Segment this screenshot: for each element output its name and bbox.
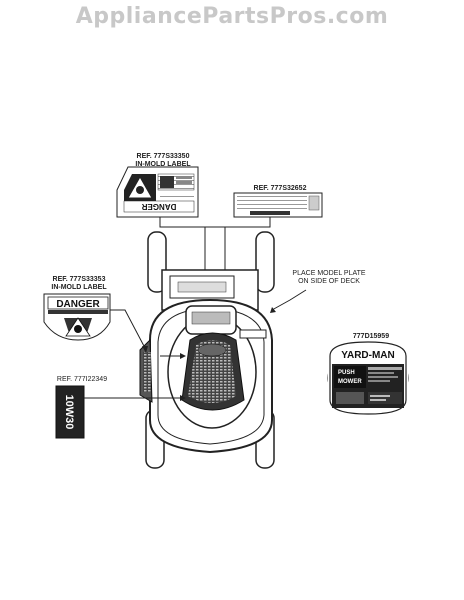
brand-name: YARD-MAN (341, 350, 395, 361)
label-ref-777i22349-line1: REF. 777I22349 (56, 376, 108, 383)
decal-yard-man: YARD-MAN PUSH MOWER (327, 341, 409, 415)
danger-left-word: DANGER (56, 299, 100, 310)
label-model-plate: PLACE MODEL PLATE ON SIDE OF DECK (284, 270, 374, 286)
decal-danger-left: DANGER (43, 293, 111, 341)
leader-left-danger (110, 309, 146, 349)
watermark-text: AppliancePartsPros.com (75, 4, 389, 29)
leader-model-plate (271, 289, 307, 311)
decal-warning-small (233, 192, 323, 218)
label-ref-777s32652-line1: REF. 777S32652 (253, 185, 307, 192)
label-ref-777s33350: REF. 777S33350 IN-MOLD LABEL (128, 153, 198, 169)
label-ref-777s33353-line2: IN-MOLD LABEL (51, 284, 107, 291)
product-line2: MOWER (338, 379, 362, 385)
label-ref-777s32652: REF. 777S32652 (250, 185, 310, 193)
label-ref-777i22349: REF. 777I22349 (52, 376, 112, 384)
label-model-plate-line2: ON SIDE OF DECK (298, 278, 360, 285)
label-part-777d15959: 777D15959 (346, 333, 396, 341)
decal-oil-10w30: 10W30 (55, 385, 85, 439)
oil-label-text: 10W30 (63, 395, 75, 430)
decal-in-mold-top: DANGER (116, 166, 199, 222)
wheel-rear-right (255, 231, 275, 293)
label-ref-777s33353-line1: REF. 777S33353 (52, 276, 106, 283)
product-line1: PUSH (338, 370, 355, 376)
danger-top-word: DANGER (141, 202, 176, 211)
label-model-plate-line1: PLACE MODEL PLATE (292, 270, 366, 277)
label-ref-777s33350-line1: REF. 777S33350 (136, 153, 190, 160)
mower-body (139, 231, 275, 469)
label-ref-777s33353: REF. 777S33353 IN-MOLD LABEL (44, 276, 114, 292)
label-ref-777s33350-line2: IN-MOLD LABEL (135, 161, 191, 168)
label-part-777d15959-line1: 777D15959 (352, 333, 390, 340)
